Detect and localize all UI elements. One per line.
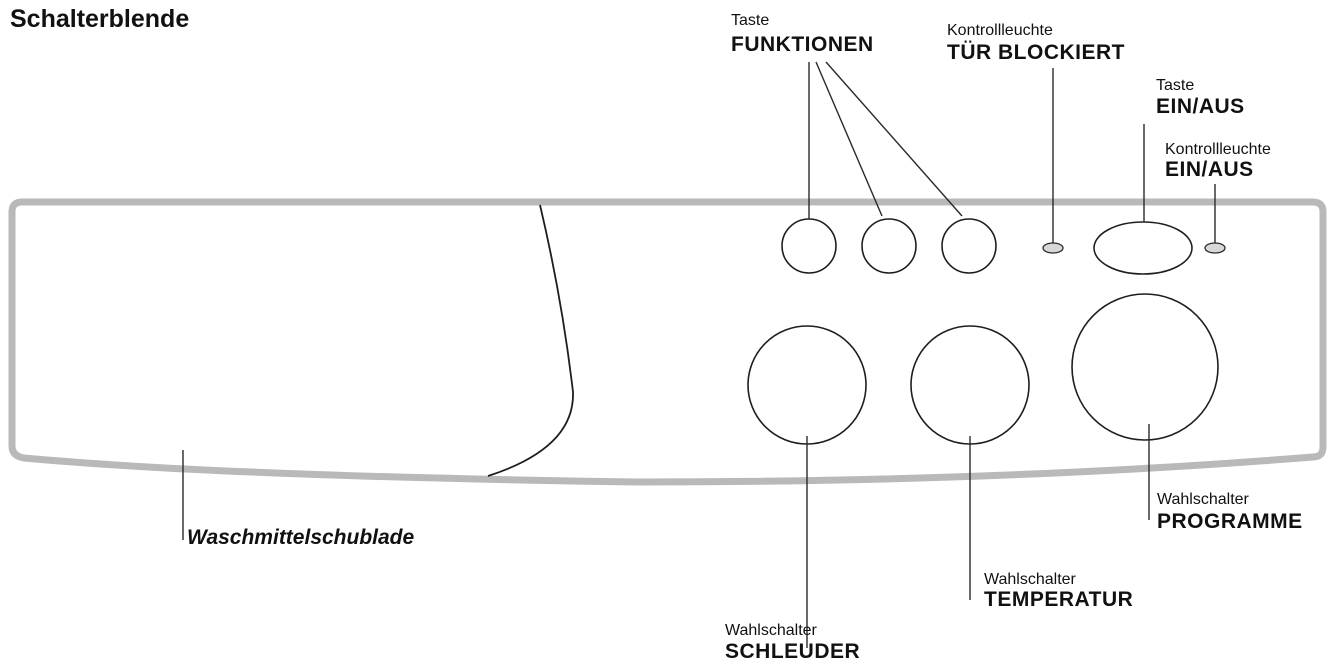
detergent-drawer-edge [487, 204, 574, 477]
program-selector-caption: Wahlschalter [1157, 491, 1250, 508]
leader-lines [182, 61, 1216, 648]
spin-selector-label: SCHLEUDER [725, 640, 860, 663]
program-selector-label: PROGRAMME [1157, 510, 1303, 533]
temperature-selector-knob[interactable] [910, 325, 1030, 445]
temperature-selector-label: TEMPERATUR [984, 588, 1133, 611]
detergent-drawer-label: Waschmittelschublade [187, 526, 414, 549]
function-button-3[interactable] [941, 218, 997, 274]
function-button-1[interactable] [781, 218, 837, 274]
control-panel-outline [8, 198, 1327, 486]
door-locked-indicator-light [1042, 242, 1064, 254]
power-indicator-caption: Kontrollleuchte [1165, 141, 1271, 158]
door-locked-caption: Kontrollleuchte [947, 22, 1053, 39]
temperature-selector-caption: Wahlschalter [984, 571, 1077, 588]
function-buttons-caption: Taste [731, 12, 769, 29]
power-button[interactable] [1093, 221, 1193, 275]
power-button-caption: Taste [1156, 77, 1194, 94]
spin-selector-knob[interactable] [747, 325, 867, 445]
power-indicator-label: EIN/AUS [1165, 158, 1254, 181]
power-indicator-light [1204, 242, 1226, 254]
program-selector-knob[interactable] [1071, 293, 1219, 441]
function-button-2[interactable] [861, 218, 917, 274]
door-locked-label: TÜR BLOCKIERT [947, 41, 1125, 64]
page-title: Schalterblende [10, 5, 189, 33]
function-buttons-label: FUNKTIONEN [731, 33, 874, 56]
spin-selector-caption: Wahlschalter [725, 622, 818, 639]
power-button-label: EIN/AUS [1156, 95, 1245, 118]
